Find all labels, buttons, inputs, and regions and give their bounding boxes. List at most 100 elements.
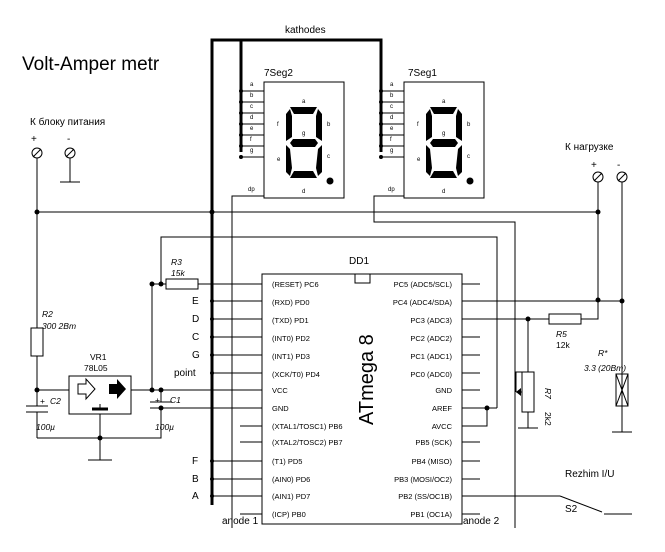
svg-text:f: f: [390, 137, 392, 143]
mcu-atmega8: DD1 ATmega 8 (RESET) PC6 (RXD) PD0 (TXD)…: [261, 256, 463, 525]
svg-text:PC4 (ADC4/SDA): PC4 (ADC4/SDA): [393, 298, 453, 307]
svg-text:(AIN1) PD7: (AIN1) PD7: [272, 492, 310, 501]
svg-text:f: f: [277, 122, 279, 128]
svg-text:GND: GND: [272, 404, 289, 413]
svg-text:B: B: [192, 474, 199, 485]
svg-text:d: d: [302, 189, 305, 195]
svg-text:PB3 (MOSI/OC2): PB3 (MOSI/OC2): [394, 475, 452, 484]
svg-text:3.3 (20Bm): 3.3 (20Bm): [584, 363, 626, 373]
svg-text:C: C: [192, 332, 199, 343]
segment-letters: E D C G point F B A: [174, 296, 200, 502]
svg-text:PB1 (OC1A): PB1 (OC1A): [410, 510, 452, 519]
display-7seg2: 7Seg2 a b c d e f g a b c d e f g dp: [248, 68, 345, 199]
svg-text:R5: R5: [556, 329, 567, 339]
svg-text:(XTAL1/TOSC1) PB6: (XTAL1/TOSC1) PB6: [272, 422, 343, 431]
resistor-r5: R5 12k: [548, 297, 601, 350]
svg-text:C1: C1: [170, 395, 181, 405]
anode1-label: anode 1: [222, 516, 259, 527]
svg-text:e: e: [250, 126, 254, 132]
svg-text:Rezhim I/U: Rezhim I/U: [565, 469, 614, 480]
svg-text:f: f: [250, 137, 252, 143]
load-output: К нагрузке + -: [565, 142, 628, 432]
svg-text:e: e: [277, 157, 281, 163]
svg-text:b: b: [390, 93, 394, 99]
svg-text:R2: R2: [42, 309, 53, 319]
svg-text:(INT1) PD3: (INT1) PD3: [272, 352, 310, 361]
svg-text:-: -: [617, 160, 620, 171]
svg-text:g: g: [302, 131, 305, 137]
svg-text:C2: C2: [50, 396, 61, 406]
svg-text:100µ: 100µ: [155, 422, 174, 432]
svg-text:AREF: AREF: [432, 404, 452, 413]
svg-text:+: +: [31, 134, 37, 145]
mcu-name: ATmega 8: [356, 334, 378, 425]
svg-text:S2: S2: [565, 504, 578, 515]
svg-text:a: a: [442, 99, 446, 105]
svg-text:(TXD) PD1: (TXD) PD1: [272, 316, 309, 325]
svg-text:d: d: [250, 115, 253, 121]
svg-text:(AIN0) PD6: (AIN0) PD6: [272, 475, 310, 484]
svg-text:g: g: [442, 131, 445, 137]
svg-text:point: point: [174, 368, 196, 379]
svg-text:+: +: [40, 396, 45, 406]
svg-text:+: +: [591, 160, 597, 171]
svg-text:PC0 (ADC0): PC0 (ADC0): [410, 370, 452, 379]
svg-text:c: c: [250, 104, 253, 110]
svg-text:(ICP) PB0: (ICP) PB0: [272, 510, 306, 519]
svg-text:300 2Bm: 300 2Bm: [42, 321, 76, 331]
capacitor-c2: + C2 100µ: [26, 390, 61, 438]
svg-text:e: e: [390, 126, 394, 132]
svg-text:PC1 (ADC1): PC1 (ADC1): [410, 352, 452, 361]
svg-text:78L05: 78L05: [84, 363, 108, 373]
svg-text:G: G: [192, 350, 200, 361]
svg-text:f: f: [417, 122, 419, 128]
svg-text:dp: dp: [248, 187, 255, 193]
svg-text:a: a: [250, 82, 254, 88]
svg-text:15k: 15k: [171, 268, 185, 278]
power-input: К блоку питания + -: [30, 116, 105, 310]
mcu-left-pin-wires: [210, 299, 262, 515]
anode2-label: anode 2: [463, 516, 500, 527]
svg-text:c: c: [390, 104, 393, 110]
display-7seg1-label: 7Seg1: [408, 68, 437, 79]
resistor-rstar: R* 3.3 (20Bm): [584, 348, 632, 433]
svg-text:g: g: [250, 148, 253, 154]
svg-text:+: +: [155, 395, 160, 405]
mcu-right-pin-wires: [462, 283, 625, 515]
svg-text:2k2: 2k2: [543, 412, 553, 426]
svg-text:(XTAL2/TOSC2) PB7: (XTAL2/TOSC2) PB7: [272, 438, 343, 447]
svg-text:E: E: [192, 296, 199, 307]
svg-text:R*: R*: [598, 348, 608, 358]
load-label: К нагрузке: [565, 142, 614, 153]
svg-text:a: a: [302, 99, 306, 105]
svg-text:A: A: [192, 491, 199, 502]
svg-text:(RESET) PC6: (RESET) PC6: [272, 280, 319, 289]
switch-s2: Rezhim I/U S2: [559, 469, 632, 515]
svg-text:c: c: [327, 154, 330, 160]
svg-text:(T1) PD5: (T1) PD5: [272, 457, 302, 466]
svg-text:dp: dp: [388, 187, 395, 193]
svg-text:d: d: [390, 115, 393, 121]
capacitor-c1: + C1 100µ: [150, 390, 181, 432]
display-7seg2-label: 7Seg2: [264, 68, 293, 79]
svg-text:g: g: [390, 148, 393, 154]
power-label: К блоку питания: [30, 116, 105, 128]
diagram-title: Volt-Amper metr: [22, 54, 160, 75]
bus-label: kathodes: [285, 25, 326, 36]
svg-text:PB5 (SCK): PB5 (SCK): [415, 438, 452, 447]
regulator-vr1: VR1 78L05: [37, 352, 220, 461]
svg-text:c: c: [467, 154, 470, 160]
svg-text:PC3 (ADC3): PC3 (ADC3): [410, 316, 452, 325]
svg-text:R3: R3: [171, 257, 182, 267]
svg-text:VR1: VR1: [90, 352, 107, 362]
resistor-r2: R2 300 2Bm: [30, 309, 76, 390]
display-7seg1: 7Seg1 a b c d e f g a b c d e f g dp: [388, 68, 485, 199]
svg-text:VCC: VCC: [272, 386, 288, 395]
svg-text:a: a: [390, 82, 394, 88]
display-7seg2-pins: [231, 89, 264, 528]
svg-text:(INT0) PD2: (INT0) PD2: [272, 334, 310, 343]
cathode-bus: [210, 38, 383, 505]
svg-text:GND: GND: [435, 386, 452, 395]
svg-text:AVCC: AVCC: [432, 422, 453, 431]
